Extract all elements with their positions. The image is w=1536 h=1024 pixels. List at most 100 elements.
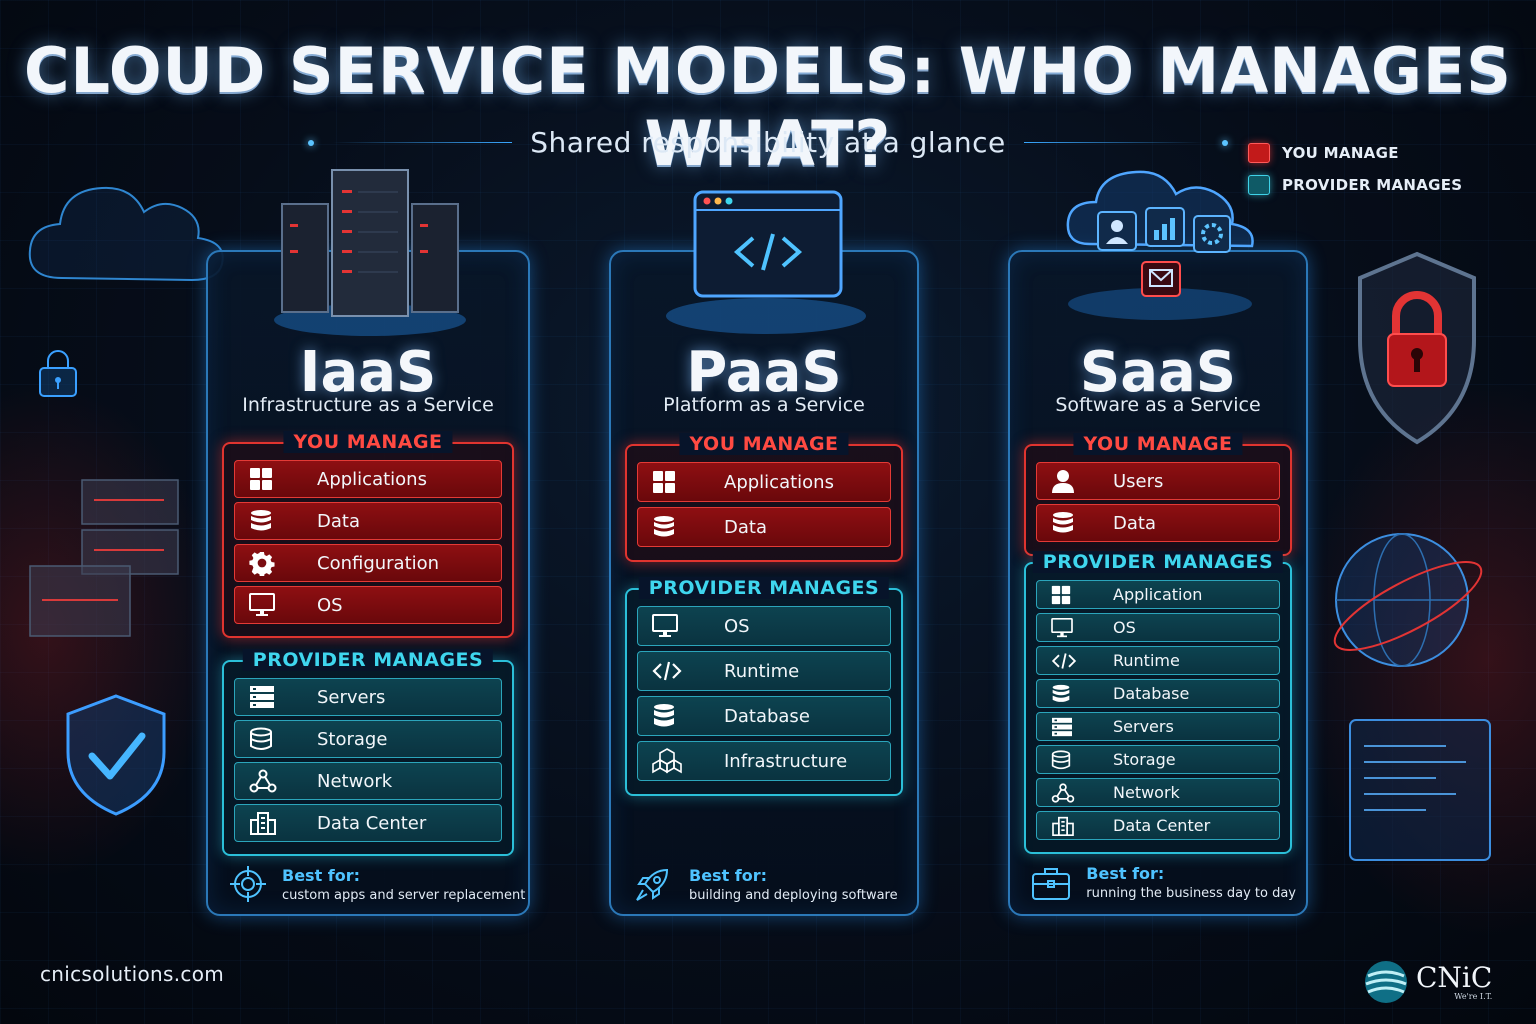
best-for-title: Best for:	[1086, 864, 1165, 883]
grid-icon	[1051, 585, 1095, 605]
server-icon	[249, 685, 293, 709]
logo-tagline: We're I.T.	[1454, 991, 1493, 1001]
list-item: Runtime	[637, 651, 891, 691]
item-label: Configuration	[317, 552, 440, 574]
item-label: Runtime	[1113, 651, 1180, 670]
footer-url[interactable]: cnicsolutions.com	[40, 962, 225, 986]
legend-item-you-manage: YOU MANAGE	[1248, 142, 1462, 164]
shield-check-icon	[66, 694, 166, 816]
best-for-text-block: Best for: building and deploying softwar…	[689, 866, 898, 903]
list-item: Storage	[234, 720, 502, 758]
cloud-left-icon	[28, 186, 224, 282]
monitor-icon	[249, 593, 293, 617]
item-label: Data	[317, 510, 360, 532]
item-label: Data	[724, 516, 767, 538]
subtitle-dot-right	[1221, 139, 1228, 146]
best-for-text-block: Best for: custom apps and server replace…	[282, 866, 525, 903]
legend-label: YOU MANAGE	[1282, 144, 1399, 162]
legend: YOU MANAGE PROVIDER MANAGES	[1248, 142, 1462, 206]
list-item: Configuration	[234, 544, 502, 582]
database-icon	[1051, 684, 1095, 704]
network-icon	[1051, 782, 1095, 803]
you-manage-group: YOU MANAGE Applications Data	[625, 433, 903, 562]
database-icon	[652, 515, 696, 539]
logo-text: CNiC	[1416, 960, 1493, 994]
list-item: OS	[234, 586, 502, 624]
saas-card: SaaS Software as a Service YOU MANAGE Us…	[1008, 170, 1308, 916]
cloud-apps-icon	[1066, 170, 1254, 320]
model-full-name: Software as a Service	[1055, 394, 1261, 416]
subtitle-line-right	[1023, 142, 1204, 143]
list-item: OS	[1036, 613, 1280, 642]
group-title: YOU MANAGE	[679, 433, 849, 455]
list-item: Applications	[234, 460, 502, 498]
page-title: CLOUD SERVICE MODELS: WHO MANAGES WHAT?	[24, 34, 1512, 180]
item-label: Network	[1113, 783, 1180, 802]
item-label: OS	[1113, 618, 1136, 637]
model-name: IaaS	[299, 340, 437, 405]
group-title: PROVIDER MANAGES	[638, 577, 890, 599]
model-full-name: Platform as a Service	[663, 394, 865, 416]
best-for-text: building and deploying software	[689, 887, 898, 903]
item-label: Users	[1113, 470, 1164, 492]
code-icon	[1051, 651, 1095, 671]
model-full-name: Infrastructure as a Service	[242, 394, 494, 416]
list-item: Data	[234, 502, 502, 540]
list-item: Runtime	[1036, 646, 1280, 675]
best-for-text: running the business day to day	[1086, 886, 1296, 901]
shield-lock-icon	[1358, 251, 1476, 445]
provider-manages-group: PROVIDER MANAGES Servers Storage Network…	[222, 649, 514, 856]
subtitle-dot-left	[308, 139, 315, 146]
you-manage-group: YOU MANAGE Applications Data Configurati…	[222, 431, 514, 638]
logo-text-block: CNiC We're I.T.	[1416, 960, 1493, 1001]
item-label: Applications	[317, 468, 427, 490]
cubes-icon	[652, 747, 696, 775]
item-label: Application	[1113, 585, 1203, 604]
paas-card: PaaS Platform as a Service YOU MANAGE Ap…	[609, 190, 919, 916]
database-icon	[249, 727, 293, 751]
server-icon	[1051, 717, 1095, 737]
you-manage-group: YOU MANAGE Users Data	[1024, 433, 1292, 556]
item-label: Servers	[317, 686, 386, 708]
list-item: Servers	[234, 678, 502, 716]
grid-icon	[652, 470, 696, 494]
item-label: Network	[317, 770, 393, 792]
best-for: Best for: custom apps and server replace…	[228, 864, 525, 904]
item-label: Applications	[724, 471, 834, 493]
item-label: Data	[1113, 512, 1156, 534]
item-label: Infrastructure	[724, 750, 848, 772]
group-title: YOU MANAGE	[1073, 433, 1243, 455]
building-icon	[1051, 816, 1095, 836]
list-item: Network	[1036, 778, 1280, 807]
list-item: Database	[637, 696, 891, 736]
best-for-text: custom apps and server replacement	[282, 887, 526, 903]
item-label: Storage	[317, 728, 388, 750]
subtitle-line-left	[332, 142, 513, 143]
item-label: Data Center	[1113, 816, 1211, 835]
best-for-title: Best for:	[689, 865, 768, 885]
code-window-right-icon	[1349, 719, 1491, 861]
model-name: PaaS	[686, 340, 842, 405]
server-boxes-left-icon	[29, 479, 179, 637]
best-for-title: Best for:	[282, 865, 361, 885]
code-icon	[652, 659, 696, 683]
list-item: Users	[1036, 462, 1280, 500]
page-subtitle: Shared responsibility at a glance	[530, 126, 1006, 159]
best-for-text-block: Best for: running the business day to da…	[1086, 864, 1296, 901]
rocket-icon	[631, 864, 675, 904]
database-icon	[1051, 749, 1095, 770]
legend-label: PROVIDER MANAGES	[1282, 176, 1463, 194]
monitor-icon	[1051, 617, 1095, 638]
list-item: Data Center	[1036, 811, 1280, 840]
code-window-icon	[666, 190, 866, 334]
monitor-icon	[652, 614, 696, 638]
database-icon	[652, 703, 696, 729]
list-item: Servers	[1036, 712, 1280, 741]
list-item: Infrastructure	[637, 741, 891, 781]
item-label: OS	[724, 615, 750, 637]
item-label: Storage	[1113, 750, 1176, 769]
provider-manages-group: PROVIDER MANAGES Application OS Runtime …	[1024, 551, 1292, 854]
building-icon	[249, 811, 293, 835]
item-label: Database	[1113, 684, 1190, 703]
list-item: Network	[234, 762, 502, 800]
